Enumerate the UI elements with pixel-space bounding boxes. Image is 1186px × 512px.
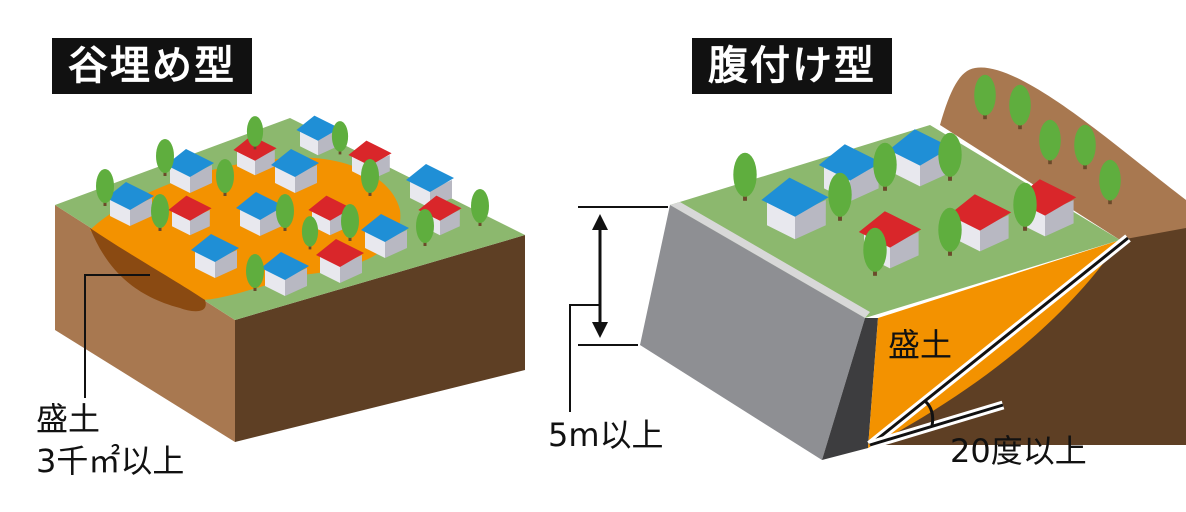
house-icon: [166, 149, 214, 193]
title-hillside-fill: 腹付け型: [692, 38, 892, 94]
tree-icon: [341, 204, 359, 241]
house-icon: [271, 149, 319, 193]
hill-slope: [940, 67, 1186, 240]
label-angle: 20度以上: [950, 432, 1087, 470]
angle-arc: [923, 399, 935, 427]
tree-icon: [331, 121, 349, 155]
tree-icon: [156, 139, 174, 176]
tree-icon: [873, 142, 897, 191]
tree-icon: [938, 132, 962, 181]
house-icon: [261, 252, 309, 296]
tree-icon: [151, 194, 169, 231]
left-fill-cross-section: [90, 228, 206, 312]
tree-icon: [301, 216, 319, 250]
left-block-right-face: [235, 235, 525, 442]
retaining-wall-face: [640, 205, 865, 460]
left-leader-line: [84, 274, 150, 398]
tree-icon: [361, 159, 379, 196]
retaining-wall-side: [822, 318, 878, 460]
label-area: 3千㎡以上: [36, 442, 185, 480]
tree-icon: [1074, 124, 1096, 170]
tree-icon: [1009, 84, 1031, 130]
horizontal-line-inner: [869, 403, 1004, 447]
hillside-fill-block: [569, 67, 1186, 460]
tree-icon: [733, 152, 757, 201]
title-valley-fill: 谷埋め型: [52, 38, 252, 94]
tree-icon: [471, 189, 489, 226]
house-icon: [761, 177, 829, 240]
tree-icon: [828, 172, 852, 221]
tree-icon: [96, 169, 114, 206]
arrow-up-icon: [592, 214, 608, 230]
tree-icon: [416, 209, 434, 246]
tree-icon: [974, 74, 996, 120]
house-icon: [168, 195, 212, 236]
tree-icon: [1013, 182, 1037, 231]
tree-icon: [246, 116, 264, 150]
right-leader-line: [569, 304, 600, 412]
house-icon: [406, 164, 454, 208]
tree-icon: [1039, 119, 1061, 165]
houses-group: [106, 115, 1077, 296]
house-icon: [191, 234, 239, 278]
tree-icon: [276, 194, 294, 231]
tree-icon: [938, 207, 962, 256]
label-right-fill: 盛土: [888, 326, 953, 364]
retaining-wall-top-edge: [670, 202, 870, 318]
arrow-down-icon: [592, 322, 608, 338]
slope-line-inner: [869, 236, 1129, 447]
house-icon: [106, 182, 154, 226]
house-icon: [316, 239, 364, 283]
tree-icon: [1099, 159, 1121, 205]
label-left-fill: 盛土: [36, 400, 101, 438]
left-block-left-face: [55, 205, 235, 442]
trees-group: [96, 74, 1121, 291]
tree-icon: [863, 227, 887, 276]
house-icon: [361, 214, 409, 258]
tree-icon: [216, 159, 234, 196]
label-height: 5m以上: [548, 416, 664, 454]
tree-icon: [246, 254, 264, 291]
